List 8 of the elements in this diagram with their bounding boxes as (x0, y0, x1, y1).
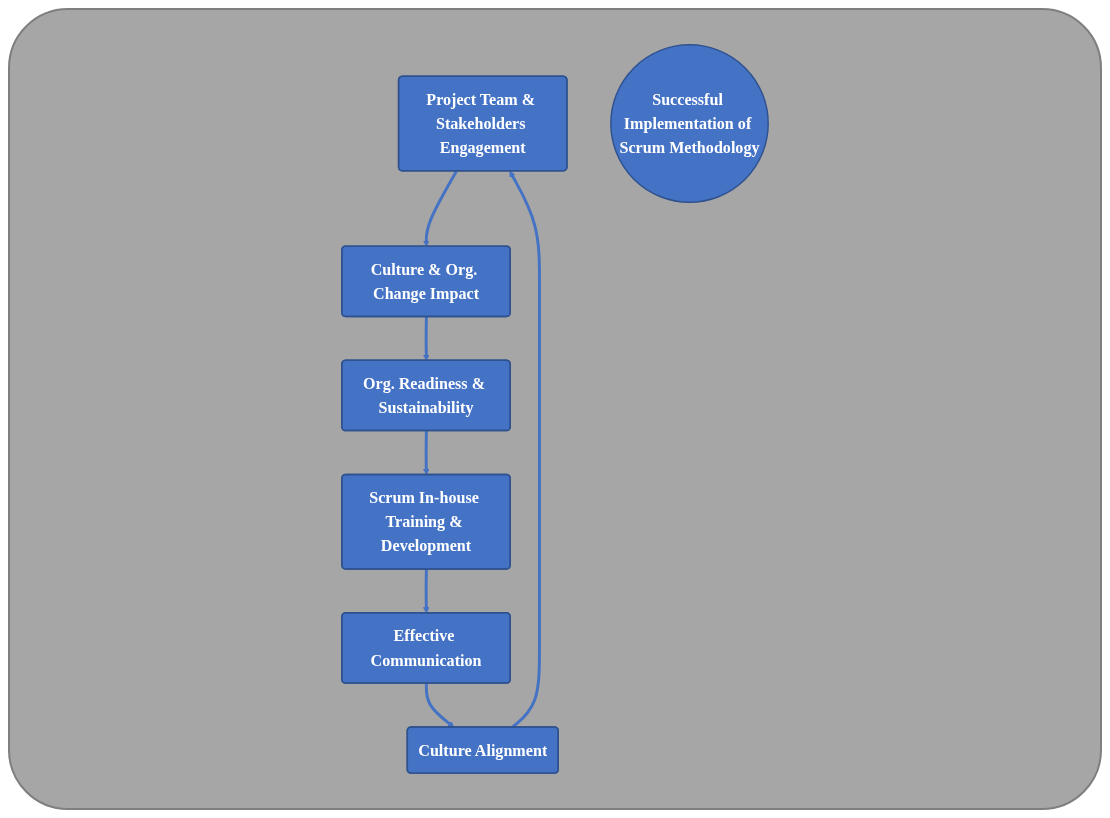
arrow (423, 430, 430, 476)
arrow (424, 683, 455, 728)
node-circle (610, 44, 769, 203)
arrow (423, 569, 430, 614)
arrow (423, 170, 458, 247)
panel-background: Project Team & Stakeholders Engagement Culture & Org. Change Impact Org. Readiness & Sustainability Scrum In-house Training & Development Effective Communication Culture Alignment Successful Implementation of Scrum Methodology (8, 8, 1102, 810)
arrow (423, 316, 430, 361)
arrow (509, 170, 541, 729)
